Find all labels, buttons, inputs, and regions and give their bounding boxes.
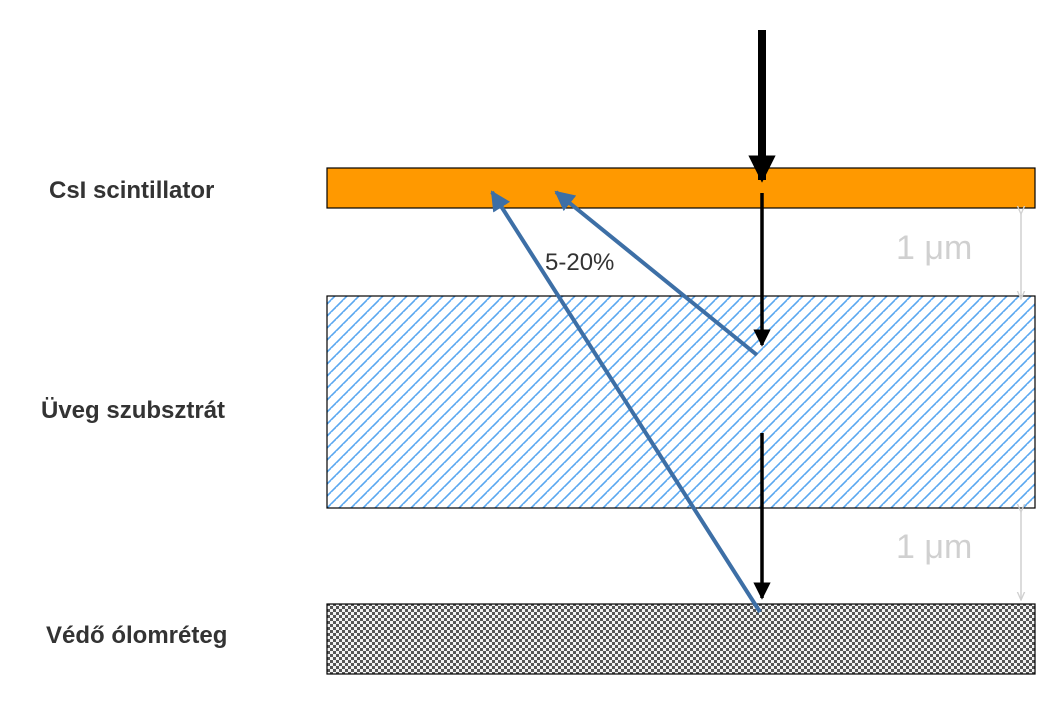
lead-layer: [326, 603, 1036, 675]
gap-top-label: 1 μm: [896, 229, 972, 267]
reflected-ray-arrow-substrate: [554, 190, 759, 357]
substrate-layer: [326, 295, 1036, 509]
scintillator-layer: [326, 167, 1036, 209]
substrate-label: Üveg szubsztrát: [41, 397, 225, 424]
reflected-ray-arrow-lead: [490, 190, 762, 614]
scintillator-label: CsI scintillator: [49, 177, 214, 204]
reflection-fraction-label: 5-20%: [545, 249, 614, 276]
gap-bottom-label: 1 μm: [896, 528, 972, 566]
lead-label: Védő ólomréteg: [46, 622, 227, 649]
